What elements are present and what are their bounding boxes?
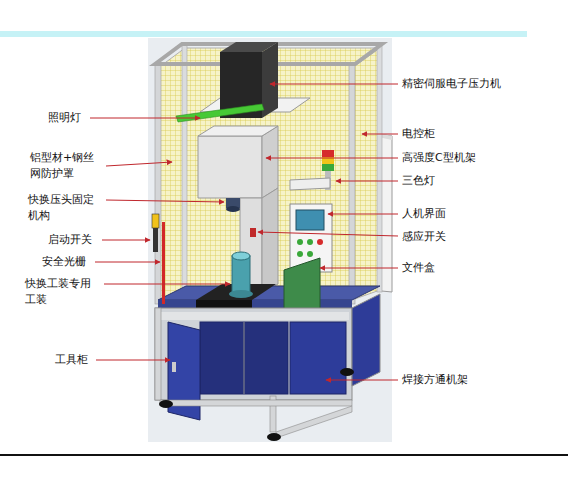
illustration-ground bbox=[148, 38, 392, 442]
machine bbox=[152, 42, 392, 441]
leader-lines bbox=[90, 84, 398, 380]
part-label: 文件盒 bbox=[402, 260, 435, 276]
part-label: 安全光栅 bbox=[42, 254, 86, 270]
part-label: 三色灯 bbox=[402, 173, 435, 189]
part-label: 工具柜 bbox=[55, 352, 88, 368]
part-label: 电控柜 bbox=[402, 126, 435, 142]
part-label: 高强度C型机架 bbox=[402, 150, 476, 166]
part-label: 快换压头固定 机构 bbox=[28, 192, 104, 224]
part-label: 铝型材+钢丝 网防护罩 bbox=[30, 150, 104, 182]
part-label: 快换工装专用 工装 bbox=[25, 276, 103, 308]
top-band bbox=[0, 31, 527, 37]
bottom-rule bbox=[0, 454, 568, 456]
part-label: 感应开关 bbox=[402, 229, 446, 245]
part-label: 人机界面 bbox=[402, 206, 446, 222]
part-label: 焊接方通机架 bbox=[402, 372, 468, 388]
part-label: 启动开关 bbox=[48, 232, 92, 248]
part-label: 照明灯 bbox=[48, 110, 81, 126]
part-label: 精密伺服电子压力机 bbox=[402, 76, 501, 92]
